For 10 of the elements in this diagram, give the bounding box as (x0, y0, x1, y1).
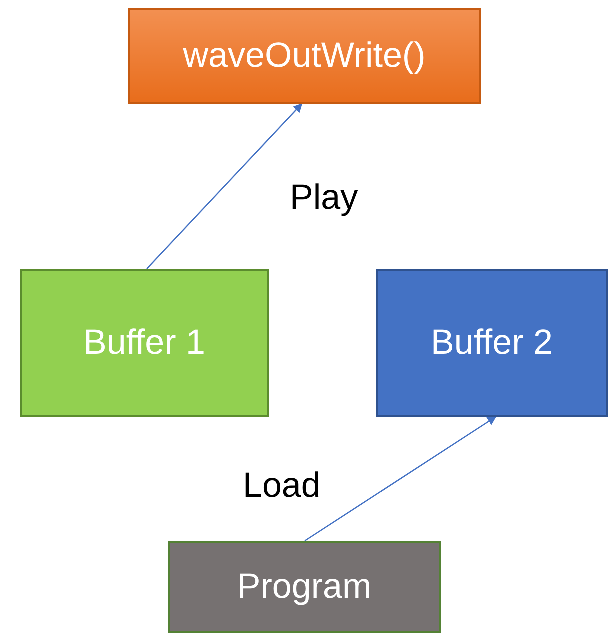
node-label: waveOutWrite() (183, 36, 426, 76)
program-box (168, 541, 441, 633)
node-label: Buffer 1 (84, 323, 206, 363)
buffer-box (20, 269, 269, 417)
node-label: Program (237, 567, 372, 607)
node-label: Buffer 2 (431, 323, 553, 363)
function-box (128, 8, 481, 104)
arrow (146, 103, 303, 270)
arrow (304, 416, 497, 542)
buffer-box (376, 269, 608, 417)
